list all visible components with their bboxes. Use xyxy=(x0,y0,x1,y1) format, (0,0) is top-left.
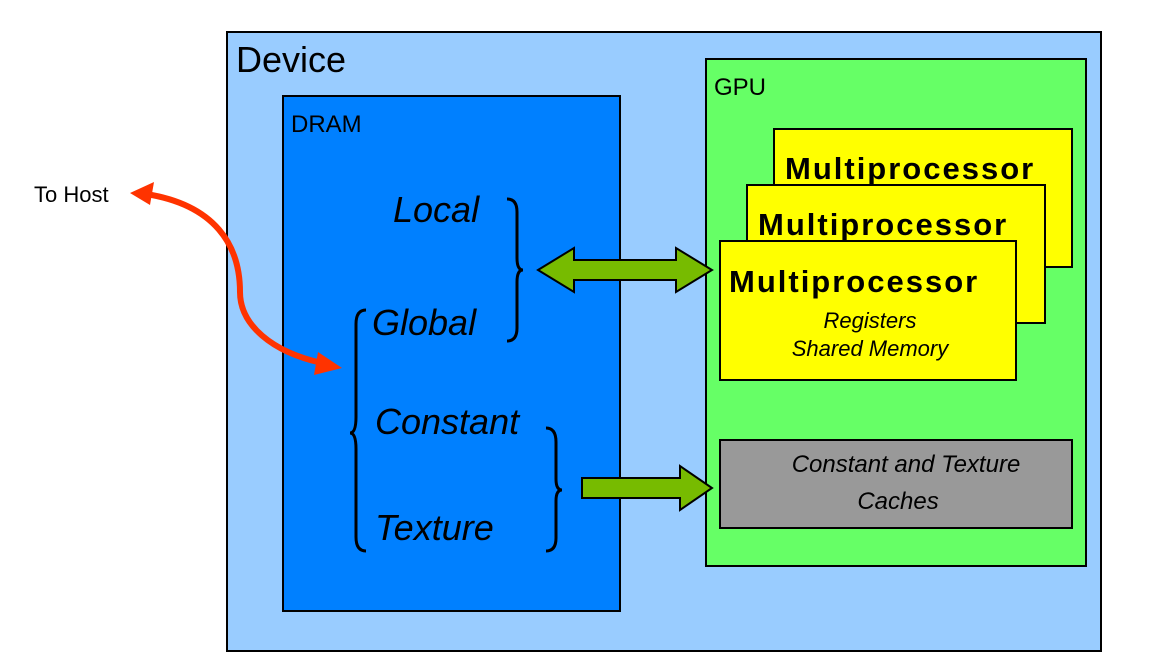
gpu-title: GPU xyxy=(714,74,767,101)
device-title: Device xyxy=(236,39,347,80)
multiprocessor-back-label: Multiprocessor xyxy=(785,151,1036,186)
arrow-host-head xyxy=(130,182,154,205)
multiprocessor-middle-label: Multiprocessor xyxy=(758,207,1009,242)
brace-local-global xyxy=(506,197,524,343)
cache-label-line1: Constant and Texture xyxy=(791,451,1021,478)
memory-global: Global xyxy=(372,302,477,343)
memory-local: Local xyxy=(393,189,480,230)
dram-box: DRAM Local Global Constant Texture xyxy=(282,95,621,612)
arrow-global-head xyxy=(314,352,342,375)
to-host-label: To Host xyxy=(34,182,109,207)
brace-global-constant-texture xyxy=(349,308,367,553)
arrow-dram-multiprocessor xyxy=(536,246,714,294)
arrow-host-global xyxy=(143,191,325,366)
multiprocessor-front-label: Multiprocessor xyxy=(729,264,980,299)
cache-label-line2: Caches xyxy=(857,488,939,515)
dram-title: DRAM xyxy=(291,111,362,138)
constant-texture-cache-box: Constant and Texture Caches xyxy=(719,439,1073,529)
brace-constant-texture xyxy=(545,426,563,553)
registers-label: Registers xyxy=(823,308,917,333)
arrow-dram-cache xyxy=(581,464,714,512)
multiprocessor-front: Multiprocessor Registers Shared Memory xyxy=(719,240,1017,381)
memory-constant: Constant xyxy=(375,401,520,442)
shared-memory-label: Shared Memory xyxy=(791,336,949,361)
memory-texture: Texture xyxy=(375,507,494,548)
